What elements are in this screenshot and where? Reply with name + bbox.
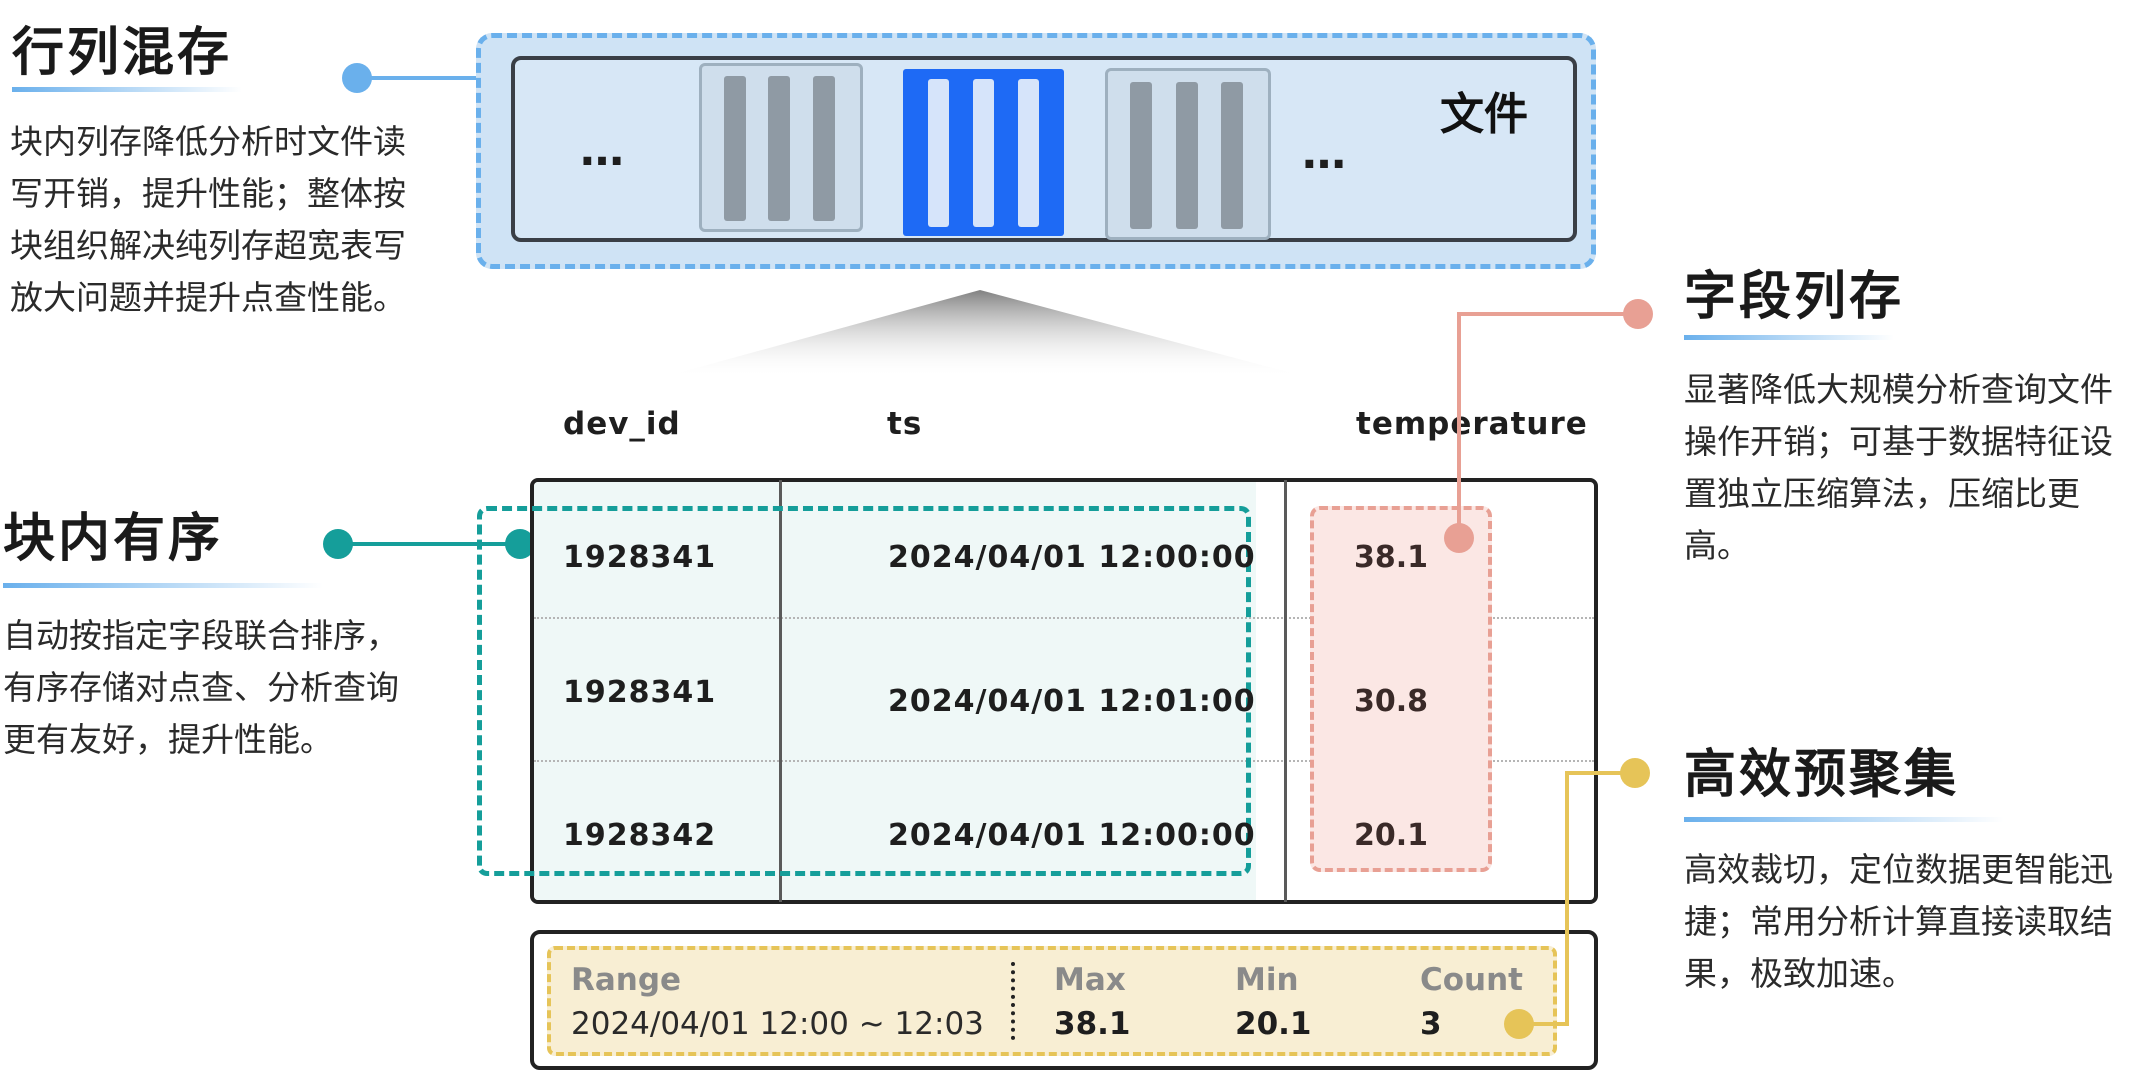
column-stripe bbox=[724, 76, 746, 221]
feature-underline bbox=[3, 583, 323, 588]
connector-preagg bbox=[1519, 771, 1635, 1026]
column-stripe bbox=[1018, 79, 1039, 227]
feature-title-preagg: 高效预聚集 bbox=[1684, 745, 1960, 805]
dot-preagg-right bbox=[1620, 758, 1650, 788]
column-divider bbox=[779, 480, 782, 902]
table-cell-dev-id: 1928341 bbox=[563, 675, 717, 710]
table-cell-dev-id: 1928341 bbox=[563, 540, 717, 575]
ellipsis-left: … bbox=[580, 125, 624, 176]
feature-underline bbox=[12, 87, 242, 92]
count-value: 3 bbox=[1420, 1006, 1442, 1042]
table-cell-temperature: 20.1 bbox=[1354, 818, 1429, 853]
column-divider bbox=[1284, 480, 1287, 902]
row-divider bbox=[534, 617, 1594, 619]
feature-underline bbox=[1684, 817, 2004, 822]
feature-desc-hybrid: 块内列存降低分析时文件读写开销，提升性能；整体按块组织解决纯列存超宽表写放大问题… bbox=[10, 122, 406, 317]
sorted-region-fill bbox=[534, 482, 1256, 900]
min-label: Min bbox=[1235, 962, 1299, 998]
dot-columnar-right bbox=[1623, 299, 1653, 329]
feature-title-sorted: 块内有序 bbox=[3, 509, 224, 569]
dot-sorted-left bbox=[323, 529, 353, 559]
column-stripe bbox=[813, 76, 835, 221]
stats-divider bbox=[1011, 962, 1015, 1040]
column-stripe bbox=[973, 79, 994, 227]
ellipsis-right: … bbox=[1302, 128, 1346, 179]
dot-sorted-right bbox=[505, 529, 535, 559]
feature-title-columnar: 字段列存 bbox=[1684, 267, 1905, 327]
table-cell-dev-id: 1928342 bbox=[563, 818, 717, 853]
range-value: 2024/04/01 12:00 ~ 12:03 bbox=[571, 1006, 984, 1042]
column-stripe bbox=[928, 79, 949, 227]
feature-desc-columnar: 显著降低大规模分析查询文件操作开销；可基于数据特征设置独立压缩算法，压缩比更高。 bbox=[1684, 370, 2113, 565]
block-active bbox=[903, 69, 1064, 236]
dot-preagg-left bbox=[1504, 1009, 1534, 1039]
table-cell-ts: 2024/04/01 12:01:00 bbox=[888, 684, 1256, 719]
table-cell-temperature: 38.1 bbox=[1354, 540, 1429, 575]
block-gray-2 bbox=[1105, 68, 1271, 240]
table-cell-ts: 2024/04/01 12:00:00 bbox=[888, 540, 1256, 575]
column-stripe bbox=[1130, 82, 1152, 229]
min-value: 20.1 bbox=[1235, 1006, 1312, 1042]
dot-columnar-left bbox=[1444, 523, 1474, 553]
dot-hybrid-left bbox=[342, 63, 372, 93]
columnar-highlight bbox=[1310, 506, 1492, 872]
feature-desc-preagg: 高效裁切，定位数据更智能迅捷；常用分析计算直接读取结果，极致加速。 bbox=[1684, 850, 2113, 993]
column-stripe bbox=[1176, 82, 1198, 229]
max-value: 38.1 bbox=[1054, 1006, 1131, 1042]
feature-desc-sorted: 自动按指定字段联合排序，有序存储对点查、分析查询更有友好，提升性能。 bbox=[3, 616, 399, 759]
block-gray-1 bbox=[699, 63, 863, 232]
column-stripe bbox=[768, 76, 790, 221]
stats-highlight bbox=[547, 946, 1557, 1056]
column-header-ts: ts bbox=[887, 406, 923, 442]
table-cell-temperature: 30.8 bbox=[1354, 684, 1429, 719]
sorted-highlight bbox=[477, 506, 1251, 876]
column-header-temperature: temperature bbox=[1356, 406, 1588, 442]
column-header-dev-id: dev_id bbox=[563, 406, 681, 442]
range-label: Range bbox=[571, 962, 682, 998]
column-stripe bbox=[1221, 82, 1243, 229]
file-label: 文件 bbox=[1440, 89, 1528, 140]
count-label: Count bbox=[1420, 962, 1524, 998]
feature-underline bbox=[1684, 335, 1894, 340]
connector-columnar bbox=[1457, 312, 1638, 538]
row-divider bbox=[534, 760, 1594, 762]
table-cell-ts: 2024/04/01 12:00:00 bbox=[888, 818, 1256, 853]
max-label: Max bbox=[1054, 962, 1126, 998]
feature-title-hybrid: 行列混存 bbox=[12, 23, 233, 83]
